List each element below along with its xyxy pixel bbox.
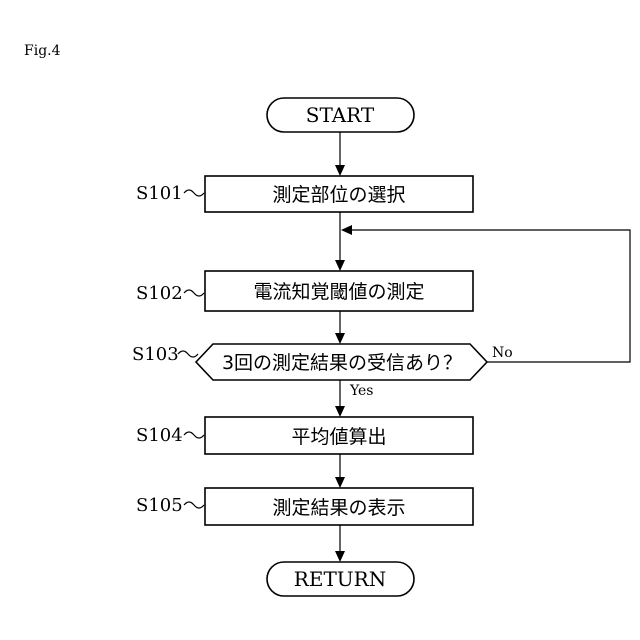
arrowhead-s101 (335, 165, 345, 176)
arrowhead-s103 (335, 333, 345, 344)
branch-no-label: No (492, 345, 513, 361)
branch-yes-label: Yes (349, 383, 374, 399)
process-text-s105: 測定結果の表示 (272, 497, 405, 519)
decision-text-s103: 3回の測定結果の受信あり？ (222, 352, 462, 374)
return-label: RETURN (294, 567, 386, 591)
arrowhead-s105 (335, 477, 345, 488)
arrowhead-s104 (335, 406, 345, 417)
process-text-s101: 測定部位の選択 (272, 184, 405, 206)
step-label-s104: S104 (136, 425, 183, 446)
step-label-s105: S105 (136, 495, 183, 516)
process-text-s102: 電流知覚閾値の測定 (253, 281, 424, 303)
arrowhead-return (335, 551, 345, 562)
arrowhead-s102 (335, 260, 345, 271)
figure-label: Fig.4 (24, 43, 61, 59)
leader-s102 (184, 290, 204, 296)
step-label-s102: S102 (136, 283, 183, 304)
leader-s101 (184, 190, 204, 196)
step-label-s101: S101 (136, 183, 183, 204)
arrowhead-loop (341, 225, 352, 235)
start-label: START (306, 103, 375, 127)
process-text-s104: 平均値算出 (291, 426, 386, 448)
step-label-s103: S103 (132, 344, 179, 365)
leader-s105 (184, 502, 204, 508)
leader-s104 (184, 432, 204, 438)
leader-s103 (178, 351, 198, 357)
